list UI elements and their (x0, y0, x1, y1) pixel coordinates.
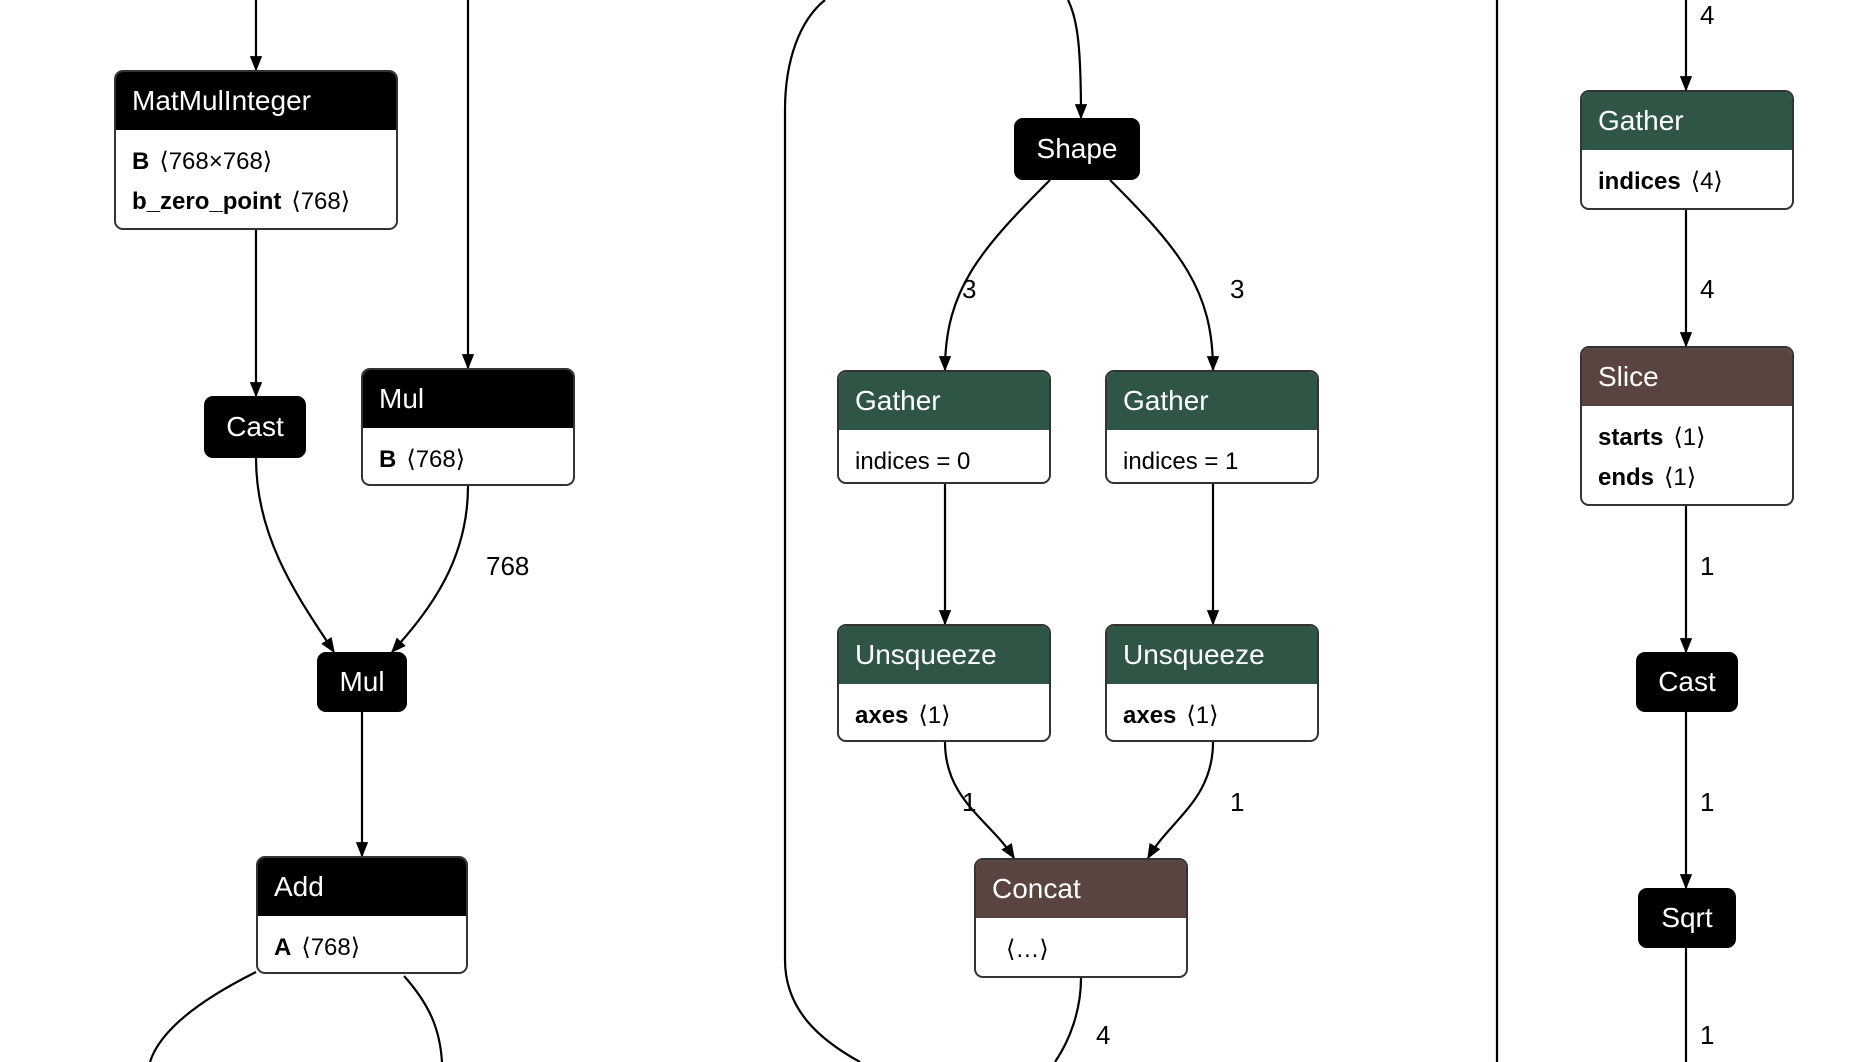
node-gather-far[interactable]: Gather indices⟨4⟩ (1580, 90, 1794, 210)
node-title: Concat (976, 860, 1186, 918)
edge-loop-left (783, 0, 861, 1062)
node-title: Mul (363, 370, 573, 428)
node-slice[interactable]: Slice starts⟨1⟩ ends⟨1⟩ (1580, 346, 1794, 506)
node-concat[interactable]: Concat ⟨…⟩ (974, 858, 1188, 978)
edge-label-shape-right: 3 (1230, 274, 1245, 304)
node-title: Shape (1036, 133, 1118, 164)
node-gather-right[interactable]: Gather indices = 1 (1105, 370, 1319, 484)
attr-row: axes⟨1⟩ (855, 702, 951, 729)
edge-label-cast-out: 1 (1700, 787, 1715, 817)
node-title: Cast (1658, 666, 1716, 697)
edge-multop-mul (390, 485, 470, 654)
attr-row: axes⟨1⟩ (1123, 702, 1219, 729)
node-title: Add (258, 858, 466, 916)
node-mul-top[interactable]: Mul B⟨768⟩ (361, 368, 575, 486)
node-add[interactable]: Add A⟨768⟩ (256, 856, 468, 974)
edge-label-unsq-left: 1 (962, 787, 977, 817)
edge-label-unsq-right: 1 (1230, 787, 1245, 817)
edge-add-out-left (148, 971, 257, 1062)
edge-label-shape-left: 3 (962, 274, 977, 304)
edge-unsq-concat-left (943, 741, 1015, 860)
node-title: Gather (1107, 372, 1317, 430)
attr-row: B⟨768⟩ (379, 446, 466, 473)
attr-row: B⟨768×768⟩ (132, 148, 273, 175)
attr-row: starts⟨1⟩ (1598, 424, 1706, 451)
attr-row: indices⟨4⟩ (1598, 168, 1723, 195)
edge-label-gather-far-in: 4 (1700, 0, 1715, 30)
node-title: Gather (1582, 92, 1792, 150)
node-gather-left[interactable]: Gather indices = 0 (837, 370, 1051, 484)
edge-cast-mul (254, 457, 335, 654)
node-unsqueeze-left[interactable]: Unsqueeze axes⟨1⟩ (837, 624, 1051, 742)
edge-add-out-right (403, 975, 444, 1062)
attr-row: b_zero_point⟨768⟩ (132, 188, 351, 215)
node-title: Cast (226, 411, 284, 442)
node-shape[interactable]: Shape (1014, 118, 1140, 180)
node-unsqueeze-right[interactable]: Unsqueeze axes⟨1⟩ (1105, 624, 1319, 742)
node-title: Unsqueeze (839, 626, 1049, 684)
edge-input-shape (1067, 0, 1088, 120)
edge-label-concat-out: 4 (1096, 1020, 1111, 1050)
node-title: Sqrt (1661, 902, 1713, 933)
node-mul-mid[interactable]: Mul (317, 652, 407, 712)
edge-label-slice-out: 1 (1700, 551, 1715, 581)
node-title: Mul (339, 666, 385, 697)
node-title: Unsqueeze (1107, 626, 1317, 684)
attr-row: ends⟨1⟩ (1598, 464, 1697, 491)
attr-row: indices = 0 (855, 448, 971, 475)
edge-label-768: 768 (486, 551, 530, 581)
node-cast-right[interactable]: Cast (1636, 652, 1738, 712)
edge-shape-gather-left (938, 179, 1051, 372)
node-title: Slice (1582, 348, 1792, 406)
attr-row: ⟨…⟩ (1006, 936, 1049, 963)
edge-shape-gather-right (1109, 179, 1220, 372)
edge-label-sqrt-out: 1 (1700, 1020, 1715, 1050)
node-sqrt[interactable]: Sqrt (1638, 888, 1736, 948)
edge-concat-out (1054, 977, 1083, 1062)
node-title: MatMulInteger (116, 72, 396, 130)
attr-row: indices = 1 (1123, 448, 1239, 475)
node-cast-left[interactable]: Cast (204, 396, 306, 458)
node-title: Gather (839, 372, 1049, 430)
node-matmulinteger[interactable]: MatMulInteger B⟨768×768⟩ b_zero_point⟨76… (114, 70, 398, 230)
attr-row: A⟨768⟩ (274, 934, 361, 961)
edge-unsq-concat-right (1147, 741, 1215, 860)
edge-label-gather-far-out: 4 (1700, 274, 1715, 304)
